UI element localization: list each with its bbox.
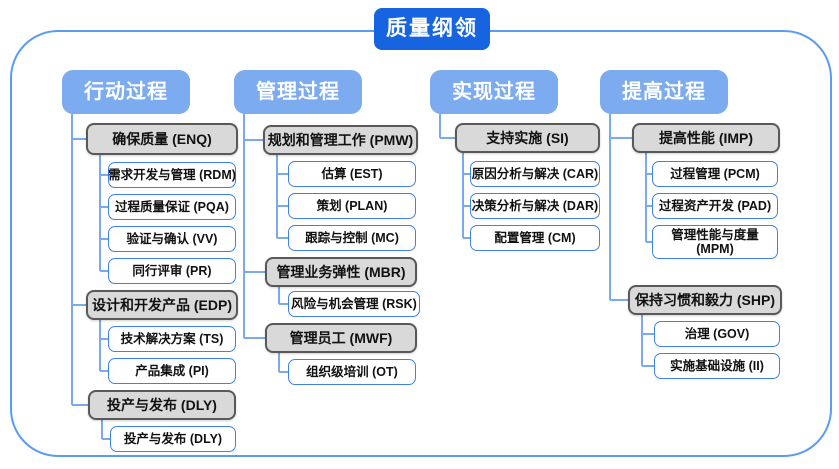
- leaf-rsk: 风险与机会管理 (RSK): [288, 291, 420, 317]
- header-realization-process: 实现过程: [430, 70, 558, 114]
- leaf-dly: 投产与发布 (DLY): [110, 426, 236, 452]
- group-mwf: 管理员工 (MWF): [265, 323, 417, 353]
- leaf-rdm: 需求开发与管理 (RDM): [108, 162, 236, 188]
- leaf-ii: 实施基础设施 (II): [654, 353, 780, 379]
- leaf-plan: 策划 (PLAN): [288, 193, 416, 219]
- leaf-car: 原因分析与解决 (CAR): [470, 161, 600, 187]
- group-imp: 提高性能 (IMP): [632, 123, 780, 153]
- header-improvement-process: 提高过程: [600, 70, 728, 114]
- group-edp: 设计和开发产品 (EDP): [86, 290, 238, 320]
- leaf-pr: 同行评审 (PR): [108, 258, 236, 284]
- leaf-cm: 配置管理 (CM): [470, 225, 600, 251]
- group-mbr: 管理业务弹性 (MBR): [265, 257, 417, 287]
- leaf-vv: 验证与确认 (VV): [108, 226, 236, 252]
- group-enq: 确保质量 (ENQ): [86, 123, 238, 155]
- leaf-pqa: 过程质量保证 (PQA): [108, 194, 236, 220]
- diagram-title: 质量纲领: [374, 8, 490, 50]
- group-shp: 保持习惯和毅力 (SHP): [628, 285, 782, 315]
- header-management-process: 管理过程: [234, 70, 362, 114]
- leaf-est: 估算 (EST): [288, 161, 416, 187]
- leaf-pad: 过程资产开发 (PAD): [652, 193, 778, 219]
- group-si: 支持实施 (SI): [455, 123, 600, 153]
- leaf-pcm: 过程管理 (PCM): [652, 161, 778, 187]
- group-pmw: 规划和管理工作 (PMW): [263, 125, 418, 155]
- header-action-process: 行动过程: [62, 70, 190, 114]
- leaf-ot: 组织级培训 (OT): [288, 359, 416, 385]
- leaf-ts: 技术解决方案 (TS): [108, 326, 236, 352]
- leaf-mpm: 管理性能与度量 (MPM): [652, 225, 778, 259]
- leaf-dar: 决策分析与解决 (DAR): [470, 193, 600, 219]
- group-dly: 投产与发布 (DLY): [88, 390, 236, 420]
- leaf-pi: 产品集成 (PI): [108, 358, 236, 384]
- leaf-gov: 治理 (GOV): [654, 321, 780, 347]
- leaf-mc: 跟踪与控制 (MC): [288, 225, 416, 251]
